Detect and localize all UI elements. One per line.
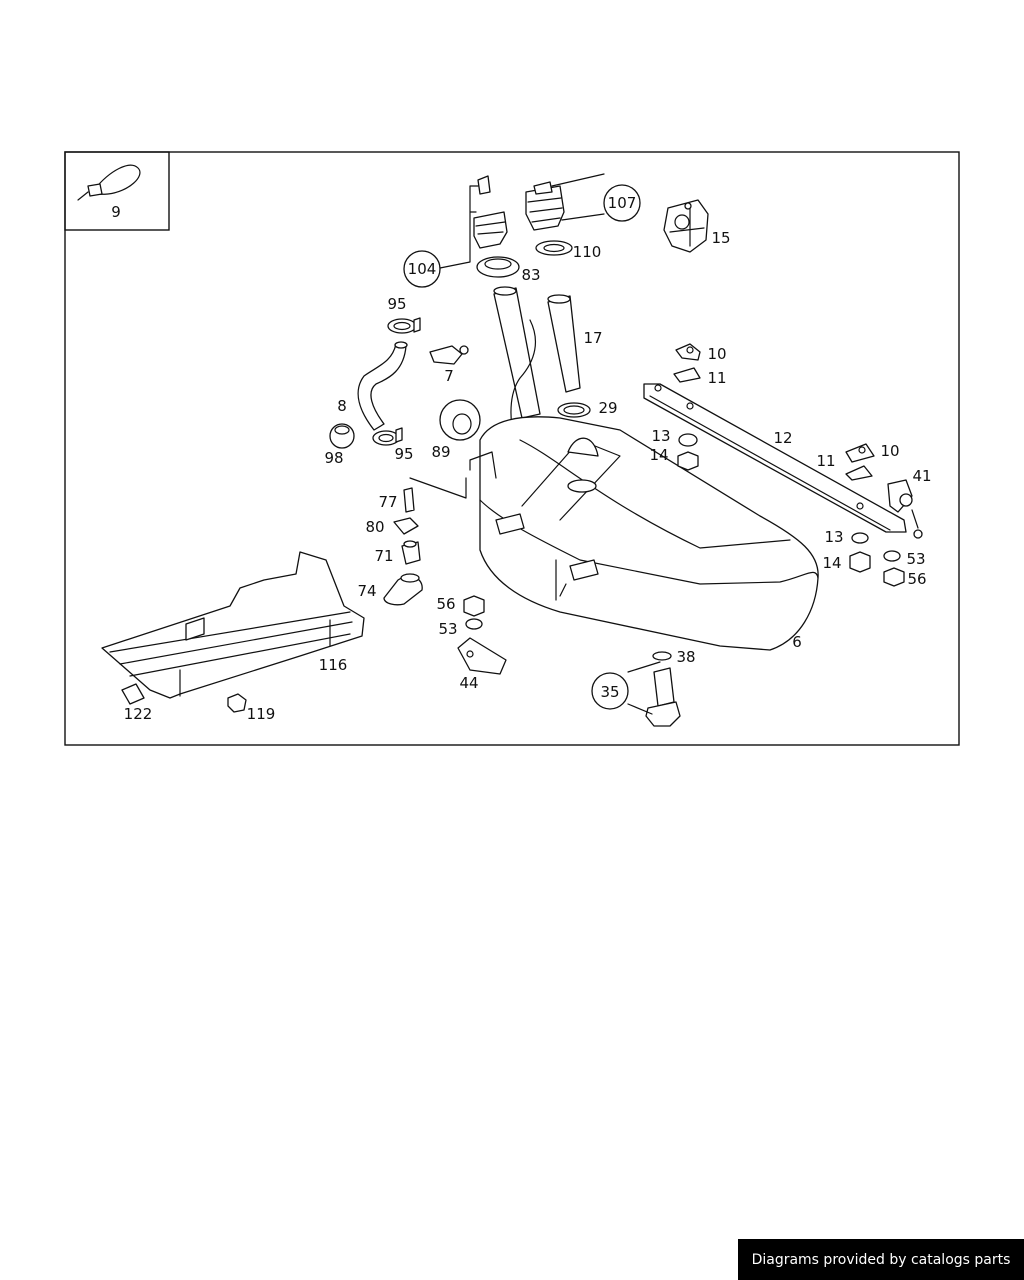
- label-53-right: 53: [906, 550, 925, 568]
- label-116: 116: [319, 656, 348, 674]
- label-11-right: 11: [816, 452, 835, 470]
- label-95-bottom: 95: [394, 445, 413, 463]
- label-74: 74: [357, 582, 376, 600]
- part-35-drain-plug: [627, 661, 681, 727]
- label-11-top: 11: [707, 369, 726, 387]
- part-15-pump-unit: [663, 199, 709, 253]
- label-71: 71: [374, 547, 393, 565]
- part-29-seal: [557, 402, 591, 418]
- label-14-right: 14: [822, 554, 841, 572]
- label-10-right: 10: [880, 442, 899, 460]
- part-95-clamp-bottom: [372, 427, 403, 446]
- label-10-top: 10: [707, 345, 726, 363]
- part-7-clip: [429, 345, 469, 365]
- inset-box: [64, 151, 170, 231]
- part-38-seal: [652, 651, 672, 661]
- part-107-boot: [525, 173, 605, 231]
- part-14-nut-top: [677, 451, 699, 471]
- label-7: 7: [444, 367, 454, 385]
- part-80-clamp: [393, 517, 419, 535]
- label-35: 35: [600, 683, 619, 701]
- part-53-washer-middle: [465, 618, 483, 630]
- part-17-sender: [547, 294, 581, 393]
- part-71-valve: [401, 540, 421, 565]
- part-104-filler-cap: [439, 175, 508, 269]
- label-29: 29: [598, 399, 617, 417]
- label-110: 110: [573, 243, 602, 261]
- part-89-grommet: [439, 399, 481, 441]
- label-6: 6: [792, 633, 802, 651]
- attribution-footer: Diagrams provided by catalogs parts: [738, 1239, 1024, 1280]
- part-8-hose: [357, 343, 407, 431]
- callout-circle-104: [403, 250, 441, 288]
- part-56-nut-middle: [463, 595, 485, 617]
- part-74-elbow: [383, 573, 423, 606]
- part-116-heat-shield: [101, 551, 365, 699]
- label-89: 89: [431, 443, 450, 461]
- part-122-spacer: [121, 683, 145, 705]
- label-104: 104: [408, 260, 437, 278]
- callout-circle-35: [591, 672, 629, 710]
- label-119: 119: [247, 705, 276, 723]
- part-13-washer-top: [678, 433, 698, 447]
- label-38: 38: [676, 648, 695, 666]
- part-119-nut: [227, 693, 247, 713]
- diagram-frame: [64, 151, 960, 746]
- filler-pipe: [493, 287, 541, 419]
- callout-circle-107: [603, 184, 641, 222]
- label-56-right: 56: [907, 570, 926, 588]
- part-83-ring: [476, 256, 520, 278]
- label-13-right: 13: [824, 528, 843, 546]
- label-41: 41: [912, 467, 931, 485]
- label-107: 107: [608, 194, 637, 212]
- label-8: 8: [337, 397, 347, 415]
- label-83: 83: [521, 266, 540, 284]
- label-77: 77: [378, 493, 397, 511]
- part-98-grommet: [329, 423, 355, 449]
- label-98: 98: [324, 449, 343, 467]
- label-80: 80: [365, 518, 384, 536]
- part-6-fuel-tank: [469, 416, 819, 651]
- part-10-bracket-top: [675, 343, 701, 361]
- part-77-tube: [403, 477, 467, 513]
- part-12-crossmember: [643, 383, 907, 533]
- part-9-cable-tie: [77, 164, 141, 201]
- part-11-bracket-top: [673, 367, 701, 383]
- part-95-clamp-top: [387, 317, 421, 334]
- label-122: 122: [124, 705, 153, 723]
- label-15: 15: [711, 229, 730, 247]
- part-11-bracket-right: [845, 465, 873, 481]
- part-41-connector: [887, 479, 923, 539]
- label-17: 17: [583, 329, 602, 347]
- label-44: 44: [459, 674, 478, 692]
- part-110-seal: [535, 240, 573, 256]
- label-56-middle: 56: [436, 595, 455, 613]
- part-56-nut-right: [883, 567, 905, 587]
- part-44-bracket: [457, 637, 507, 675]
- label-9: 9: [111, 203, 121, 221]
- label-12: 12: [773, 429, 792, 447]
- label-95-top: 95: [387, 295, 406, 313]
- label-14-top: 14: [649, 446, 668, 464]
- part-13-washer-right: [851, 532, 869, 544]
- part-10-bracket-right: [845, 443, 875, 463]
- part-53-washer-right: [883, 550, 901, 562]
- label-13-top: 13: [651, 427, 670, 445]
- part-14-nut-right: [849, 551, 871, 573]
- label-53-middle: 53: [438, 620, 457, 638]
